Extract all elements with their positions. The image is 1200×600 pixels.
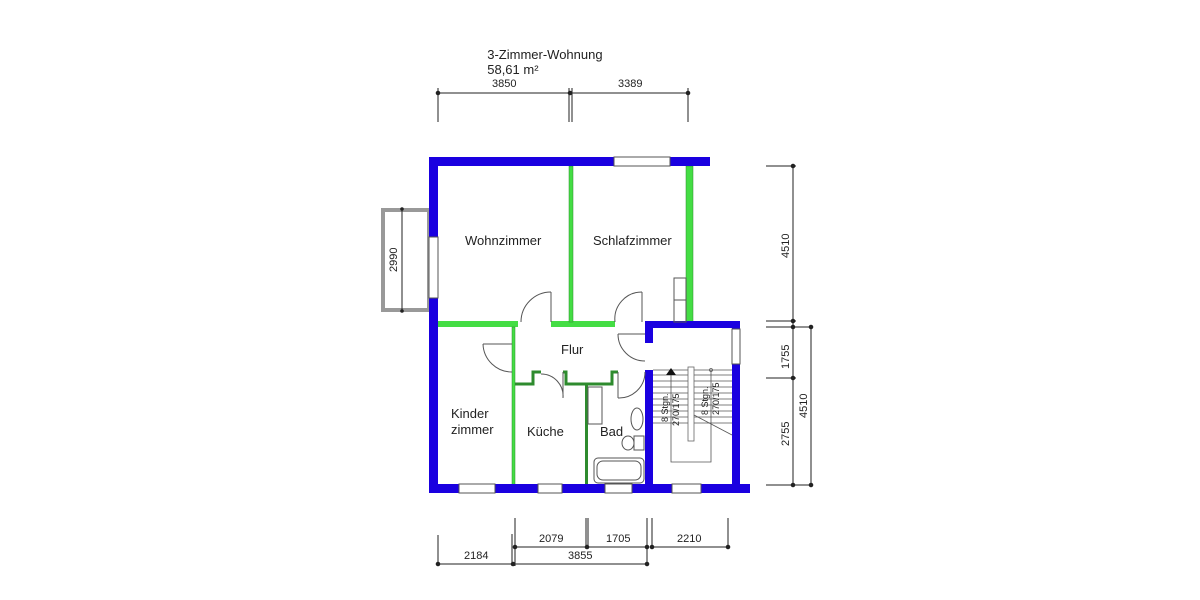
apartment-area: 58,61 m² (487, 62, 539, 77)
room-kinderzimmer-line2: zimmer (451, 422, 494, 437)
stair-label-right-2: 270/175 (711, 382, 721, 415)
stair-up-arrow-icon (666, 368, 676, 375)
bathroom-fixtures (593, 407, 645, 484)
dim-bottom-kueche: 2079 (539, 533, 563, 545)
top-dimension (435, 88, 691, 122)
outer-walls (429, 157, 750, 493)
doors (482, 277, 687, 425)
window-treppenhaus-side (731, 328, 741, 365)
dim-right-lower: 2755 (780, 422, 792, 446)
room-kinderzimmer-line1: Kinder (451, 406, 489, 421)
toilet-icon (621, 435, 635, 451)
dim-top-right: 3389 (618, 78, 642, 90)
bottom-dimensions (435, 518, 731, 567)
right-dimensions (766, 163, 814, 488)
room-wohnzimmer: Wohnzimmer (465, 233, 542, 248)
dim-top-left: 3850 (492, 78, 516, 90)
dim-bottom-kinderzimmer: 2184 (464, 550, 488, 562)
stair-label-left-1: 8 Stgn. (660, 393, 670, 422)
stair-label-right-1: 8 Stgn. (700, 386, 710, 415)
sink-icon (630, 407, 644, 431)
toilet-tank-icon (633, 435, 645, 451)
dim-balcony: 2990 (388, 248, 400, 272)
stair-label-left-2: 270/175 (671, 393, 681, 426)
window-schlafzimmer (613, 156, 671, 167)
windows (428, 156, 741, 494)
plan-title: 3-Zimmer-Wohnung 58,61 m² (480, 32, 617, 77)
staircase (653, 366, 733, 463)
window-treppenhaus (671, 483, 702, 494)
apartment-type: 3-Zimmer-Wohnung (487, 47, 603, 62)
window-bad (604, 483, 633, 494)
room-flur: Flur (561, 342, 584, 357)
window-kueche (537, 483, 563, 494)
dim-right-middle: 1755 (780, 345, 792, 369)
window-kinderzimmer (458, 483, 496, 494)
room-kueche: Küche (527, 424, 564, 439)
dim-bottom-kueche-bad: 3855 (568, 550, 592, 562)
dim-bottom-treppenhaus: 2210 (677, 533, 701, 545)
room-schlafzimmer: Schlafzimmer (593, 233, 672, 248)
bathtub-inner-icon (596, 460, 642, 481)
dim-right-upper: 4510 (780, 234, 792, 258)
window-wohnzimmer (428, 236, 439, 299)
dim-bottom-bad: 1705 (606, 533, 630, 545)
room-bad: Bad (600, 424, 623, 439)
dim-right-stair-total: 4510 (798, 394, 810, 418)
